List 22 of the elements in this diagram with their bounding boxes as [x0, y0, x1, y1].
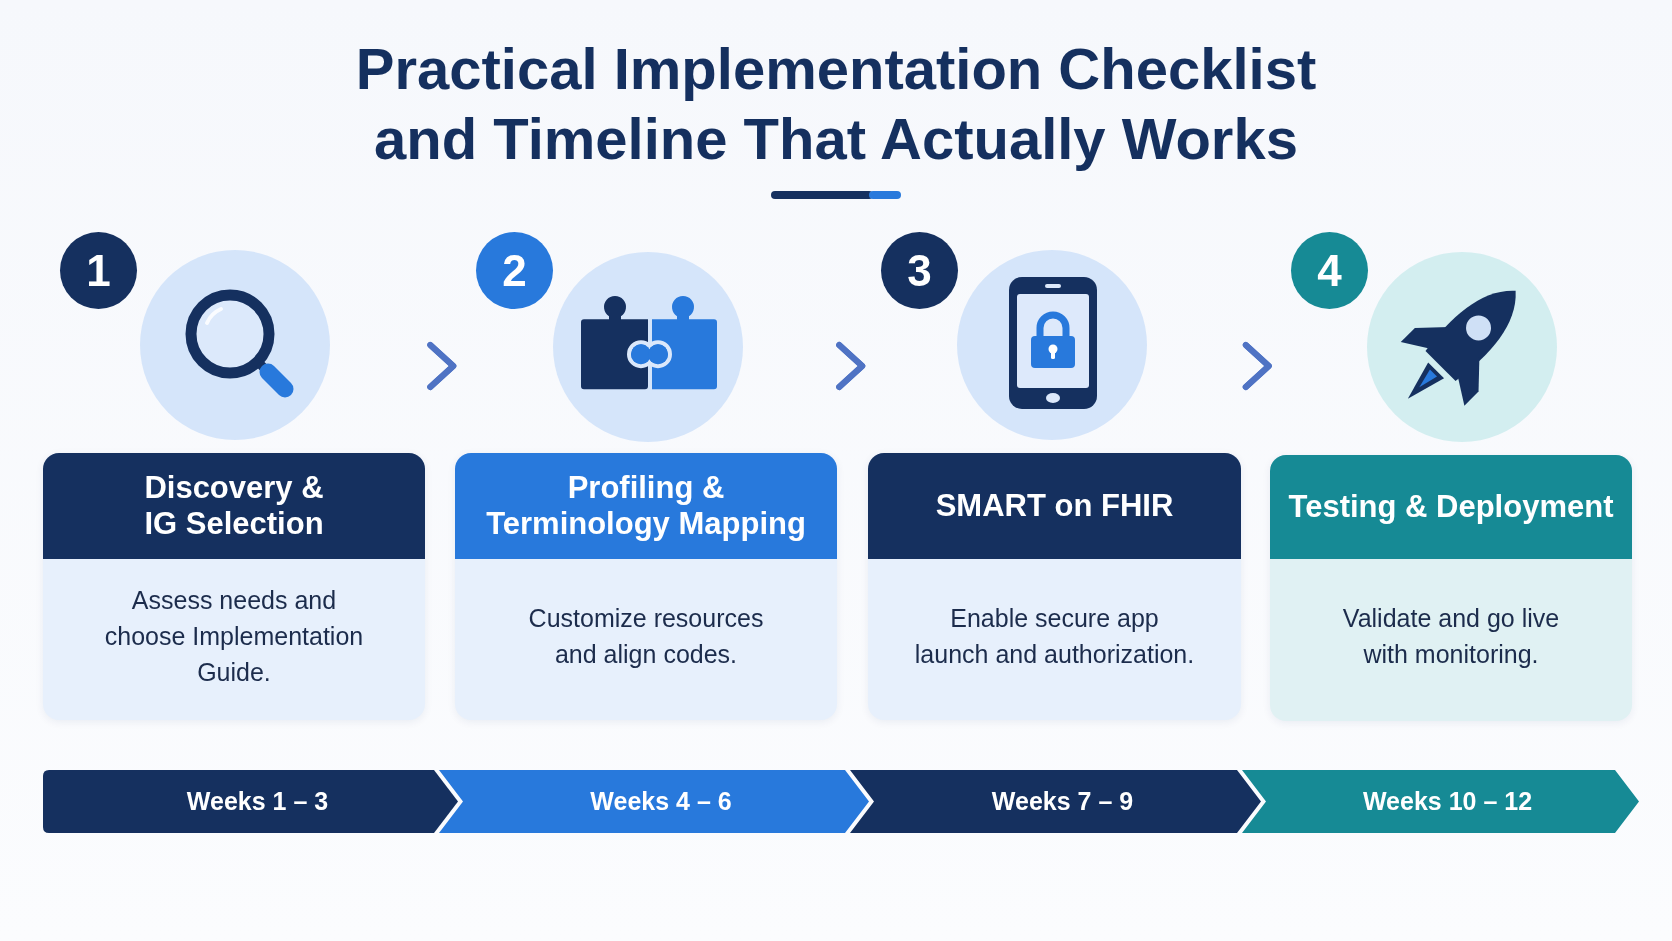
step-card	[455, 453, 837, 720]
step-description: Validate and go live with monitoring.	[1341, 603, 1561, 670]
timeline-segment	[43, 770, 458, 833]
timeline-label: Weeks 7 – 9	[991, 787, 1134, 816]
step-description: Enable secure app launch and authorization.	[913, 602, 1196, 670]
step-number: 4	[1317, 248, 1342, 293]
timeline-label: Weeks 10 – 12	[1362, 787, 1533, 816]
step-title: SMART on FHIR	[935, 488, 1174, 524]
step-number: 1	[86, 248, 111, 293]
step-card	[868, 453, 1241, 720]
step-card	[1270, 455, 1632, 721]
timeline-label: Weeks 4 – 6	[590, 787, 732, 816]
timeline-label: Weeks 1 – 3	[186, 787, 329, 816]
step-title: Profiling & Terminology Mapping	[485, 470, 807, 542]
step-description: Assess needs and choose Implementation Guide.	[103, 584, 365, 688]
step-number: 3	[907, 248, 932, 293]
title: Practical Implementation Checklist and Timeline That Actually Works	[354, 35, 1318, 173]
step-title: Testing & Deployment	[1288, 489, 1614, 525]
step-card	[43, 453, 425, 720]
step-number: 2	[502, 248, 527, 293]
step-title: Discovery & IG Selection	[143, 470, 325, 542]
step-description: Customize resources and align codes.	[527, 602, 765, 670]
